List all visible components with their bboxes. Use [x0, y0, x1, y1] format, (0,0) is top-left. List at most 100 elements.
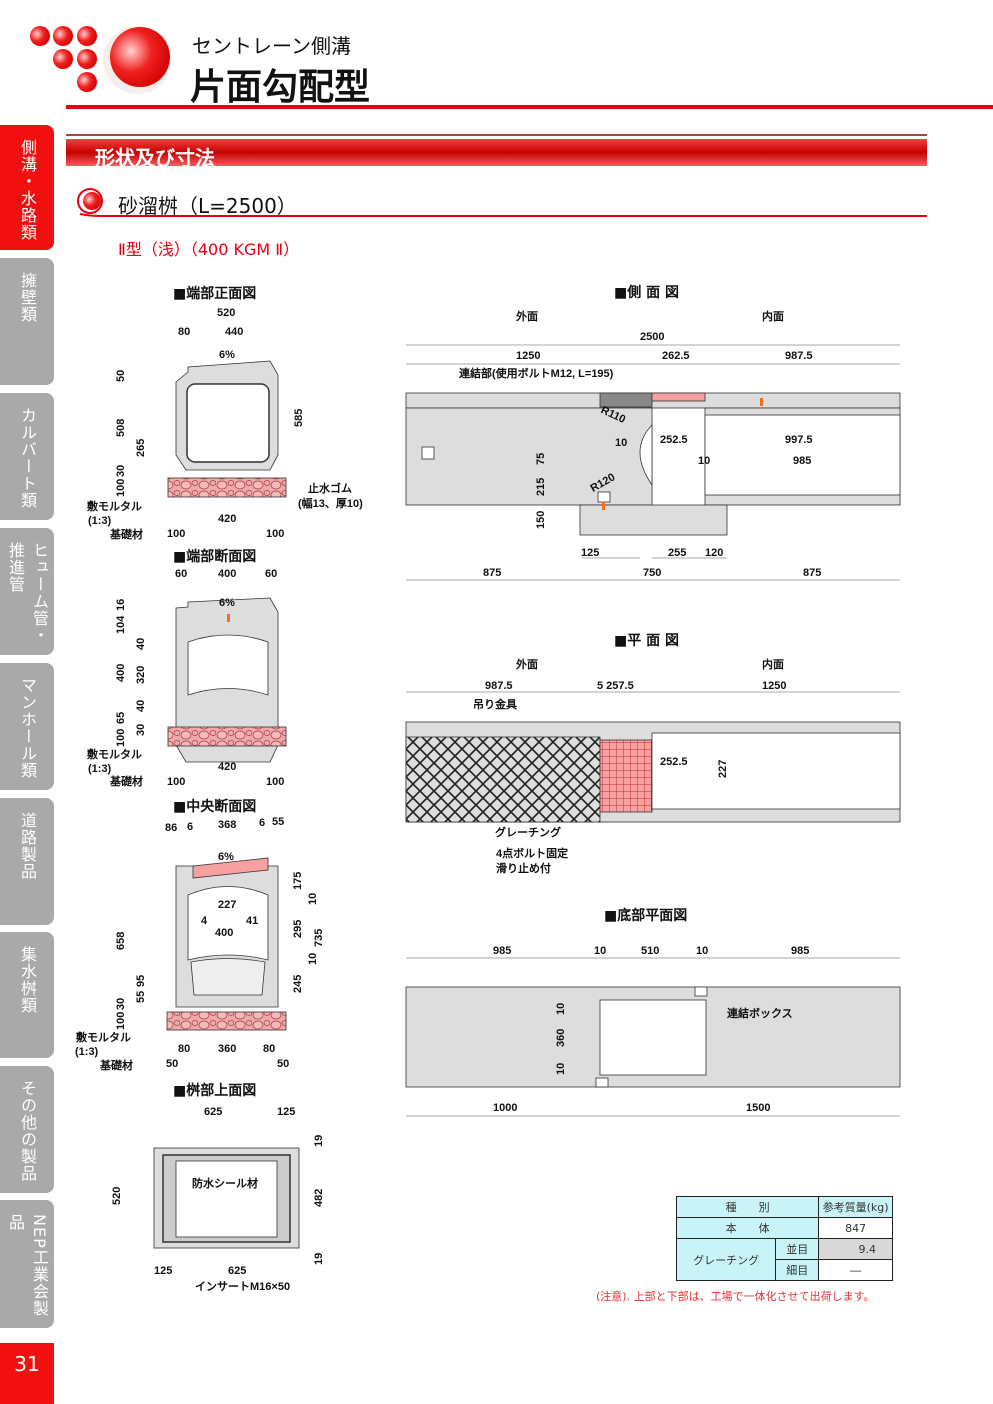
dim: 30 — [115, 464, 127, 477]
sidebar-item-manholes[interactable]: マンホール類 — [0, 663, 54, 790]
table-header-row: 種 別参考質量(kg) — [675, 1196, 893, 1218]
dim: 10 — [594, 945, 607, 957]
dim: 10 — [555, 1062, 567, 1075]
header-type: 種 別 — [675, 1196, 820, 1218]
sidebar-item-catch-basins[interactable]: 集水桝類 — [0, 932, 54, 1058]
row-group: グレーチング — [675, 1238, 777, 1281]
label: 滑り止め付 — [496, 863, 551, 875]
sidebar-item-culverts[interactable]: カルバート類 — [0, 393, 54, 520]
dim: 100 — [115, 728, 127, 747]
label: グレーチング — [495, 827, 561, 839]
logo — [30, 26, 171, 94]
dim: 10 — [698, 455, 711, 467]
dim: 400 — [215, 927, 234, 939]
sidebar-item-hume-pipes[interactable]: ヒューム管・推進管 — [0, 528, 54, 655]
dim: 227 — [218, 899, 237, 911]
dim: 252.5 — [660, 434, 688, 446]
label: (1:3) — [88, 515, 112, 527]
dim: 100 — [167, 528, 186, 540]
sidebar-item-road-products[interactable]: 道路製品 — [0, 798, 54, 925]
dim: 987.5 — [485, 680, 513, 692]
sidebar-item-nep-products[interactable]: NEP工業会製品 — [0, 1200, 54, 1328]
header-subtitle: セントレーン側溝 — [192, 34, 351, 58]
row-value: 847 — [818, 1217, 893, 1239]
dim: 585 — [293, 408, 305, 427]
dim: 508 — [115, 418, 127, 437]
dim: 10 — [696, 945, 709, 957]
dim: 80 — [178, 326, 191, 338]
label: 連結部(使用ボルトM12, L=195) — [459, 368, 614, 380]
dim: 1000 — [493, 1102, 518, 1114]
dim: 985 — [793, 455, 812, 467]
dim: 50 — [115, 369, 127, 382]
dim: 60 — [265, 568, 278, 580]
dim: 400 — [218, 568, 237, 580]
dim: 50 — [277, 1058, 290, 1070]
outer-label: 外面 — [516, 311, 538, 323]
dim: 997.5 — [785, 434, 813, 446]
outer-label: 外面 — [516, 659, 538, 671]
dim: 40 — [135, 637, 147, 650]
dim: 100 — [167, 776, 186, 788]
section-title: 形状及び寸法 — [95, 146, 215, 170]
dim: 50 — [166, 1058, 179, 1070]
row-value: 9.4 — [818, 1238, 893, 1260]
dim: 150 — [535, 510, 547, 529]
sidebar-item-retaining-walls[interactable]: 擁壁類 — [0, 258, 54, 385]
dim: 10 — [307, 892, 319, 905]
dim: 16 — [115, 598, 127, 611]
dim: 520 — [111, 1186, 123, 1205]
note: (注意). 上部と下部は、工場で一体化させて出荷します。 — [596, 1290, 875, 1303]
sidebar-item-other-products[interactable]: その他の製品 — [0, 1066, 54, 1193]
label: (1:3) — [75, 1046, 99, 1058]
product-title: 砂溜桝（L=2500） — [118, 194, 297, 218]
dim: 86 — [165, 822, 178, 834]
label: (幅13、厚10) — [298, 498, 363, 510]
dim: 100 — [266, 528, 285, 540]
label: 止水ゴム — [308, 483, 352, 495]
dim: 262.5 — [662, 350, 690, 362]
dim: 215 — [535, 477, 547, 496]
dim: 65 — [115, 711, 127, 724]
page-title: 片面勾配型 — [190, 67, 371, 108]
table-row: 細目― — [677, 1259, 893, 1281]
dim: 985 — [791, 945, 810, 957]
product-type: Ⅱ型（浅）（400 KGM Ⅱ） — [118, 240, 300, 259]
dim: 1250 — [762, 680, 787, 692]
label: 基礎材 — [110, 776, 143, 788]
dim: 265 — [135, 438, 147, 457]
dim: 295 — [292, 919, 304, 938]
dim: 175 — [292, 871, 304, 890]
dim: 625 — [228, 1265, 247, 1277]
label: 基礎材 — [110, 529, 143, 541]
row-value: ― — [818, 1259, 893, 1281]
dim: 2500 — [640, 331, 665, 343]
dim: 1500 — [746, 1102, 771, 1114]
dim: 482 — [313, 1188, 325, 1207]
inner-label: 内面 — [762, 311, 784, 323]
label: 防水シール材 — [192, 1178, 258, 1190]
dim: 987.5 — [785, 350, 813, 362]
dim: 100 — [266, 776, 285, 788]
dim: 120 — [705, 547, 724, 559]
drawing-title: ■端部断面図 — [173, 549, 257, 565]
row-name: 本 体 — [675, 1217, 820, 1239]
dim: 875 — [803, 567, 822, 579]
label: 敷モルタル — [87, 749, 142, 761]
dim: 1250 — [516, 350, 541, 362]
label: 4点ボルト固定 — [496, 848, 569, 860]
dim: 125 — [277, 1106, 296, 1118]
dim: 255 — [668, 547, 687, 559]
dim: 625 — [204, 1106, 223, 1118]
drawing-title: ■中央断面図 — [173, 799, 257, 815]
sidebar-item-gutters[interactable]: 側溝・水路類 — [0, 125, 54, 250]
dim: 360 — [218, 1043, 237, 1055]
dim: 227 — [717, 759, 729, 778]
label: インサートM16×50 — [195, 1281, 291, 1293]
inner-label: 内面 — [762, 659, 784, 671]
dim: 420 — [218, 761, 237, 773]
drawing-title: ■側 面 図 — [614, 285, 679, 301]
page-number: 31 — [0, 1343, 54, 1404]
